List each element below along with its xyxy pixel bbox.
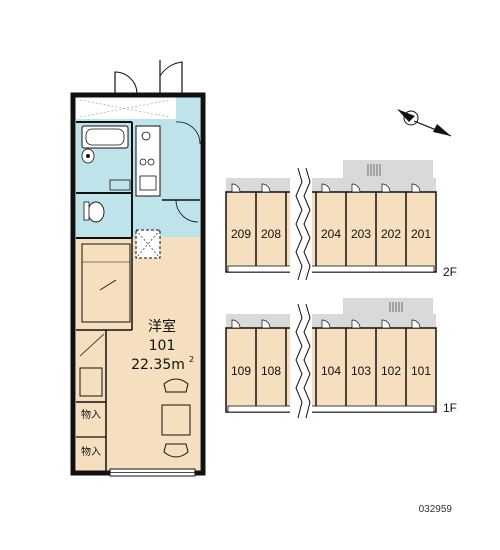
building-floor-2f <box>225 160 437 281</box>
unit-104: 104 <box>321 364 341 378</box>
room-area-unit-sup: 2 <box>189 355 194 364</box>
unit-209: 209 <box>231 227 251 241</box>
room-number-label: 101 <box>149 338 176 354</box>
window <box>109 468 196 477</box>
storage-label-1: 物入 <box>81 408 101 421</box>
unit-102: 102 <box>381 364 401 378</box>
kitchen <box>135 125 161 197</box>
unit-201: 201 <box>411 227 431 241</box>
north-arrow-icon <box>397 109 452 137</box>
unit-108: 108 <box>261 364 281 378</box>
unit-labels-1f: 109 108 104 103 102 101 <box>231 364 431 378</box>
washbasin <box>81 148 95 164</box>
furniture <box>161 378 191 458</box>
bathtub <box>81 125 129 149</box>
room-type-label: 洋室 <box>148 318 176 335</box>
floor-label-2f: 2F <box>443 265 457 279</box>
corridor-2f <box>226 178 436 192</box>
unit-101: 101 <box>411 364 431 378</box>
storage-label-2: 物入 <box>81 445 101 458</box>
room-area-label: 22.35m <box>131 357 185 373</box>
laundry-space <box>109 179 131 191</box>
balcony-door <box>159 60 183 94</box>
unit-labels-2f: 209 208 204 203 202 201 <box>231 227 431 241</box>
corridor-1f <box>226 314 436 328</box>
closet-box <box>135 229 161 259</box>
unit-202: 202 <box>381 227 401 241</box>
entrance-door <box>114 71 138 95</box>
unit-203: 203 <box>351 227 371 241</box>
toilet <box>83 201 105 223</box>
unit-floor-plan <box>70 60 206 477</box>
unit-208: 208 <box>261 227 281 241</box>
building-floor-1f <box>225 298 437 419</box>
floor-label-1f: 1F <box>443 401 457 415</box>
unit-109: 109 <box>231 364 251 378</box>
property-code: 032959 <box>419 504 453 515</box>
unit-103: 103 <box>351 364 371 378</box>
unit-204: 204 <box>321 227 341 241</box>
